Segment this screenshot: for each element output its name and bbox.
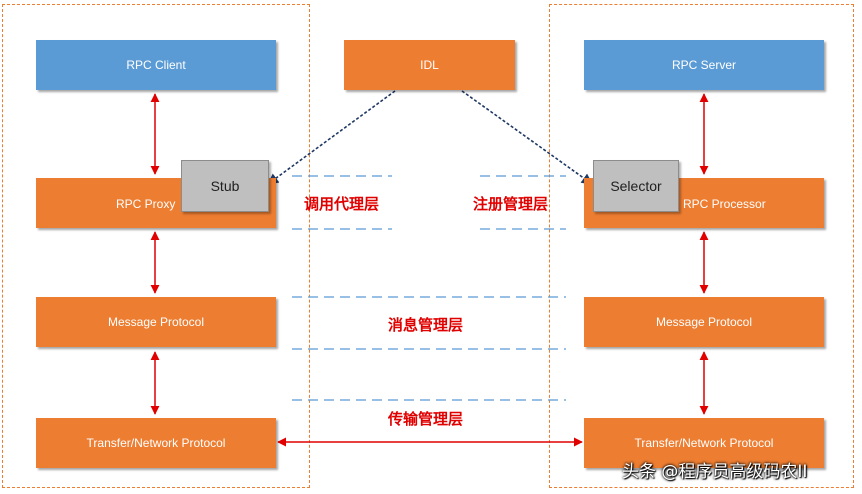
rpc-server-box: RPC Server (584, 40, 824, 90)
client-transfer-protocol-box: Transfer/Network Protocol (36, 418, 276, 468)
idl-box: IDL (344, 40, 515, 90)
rpc-client-box: RPC Client (36, 40, 276, 90)
arrow-idl-stub (267, 90, 396, 185)
client-container (2, 4, 310, 488)
layer-separators (292, 175, 566, 401)
selector-box: Selector (593, 160, 679, 212)
client-message-protocol-box: Message Protocol (36, 297, 276, 347)
rpc-proxy-label: RPC Proxy (116, 197, 176, 211)
server-container (549, 4, 854, 488)
server-transfer-protocol-box: Transfer/Network Protocol (584, 418, 824, 468)
layer-label-message-management: 消息管理层 (388, 316, 464, 334)
arrow-idl-selector (461, 90, 593, 185)
layer-label-registry-management: 注册管理层 (473, 195, 549, 213)
rpc-processor-label: RPC Processor (683, 197, 766, 211)
server-message-protocol-box: Message Protocol (584, 297, 824, 347)
watermark-text: 头条 @程序员高级码农II (622, 462, 808, 482)
layer-label-transport-management: 传输管理层 (388, 410, 464, 428)
layer-label-invocation-proxy: 调用代理层 (304, 195, 380, 213)
stub-box: Stub (181, 160, 269, 212)
